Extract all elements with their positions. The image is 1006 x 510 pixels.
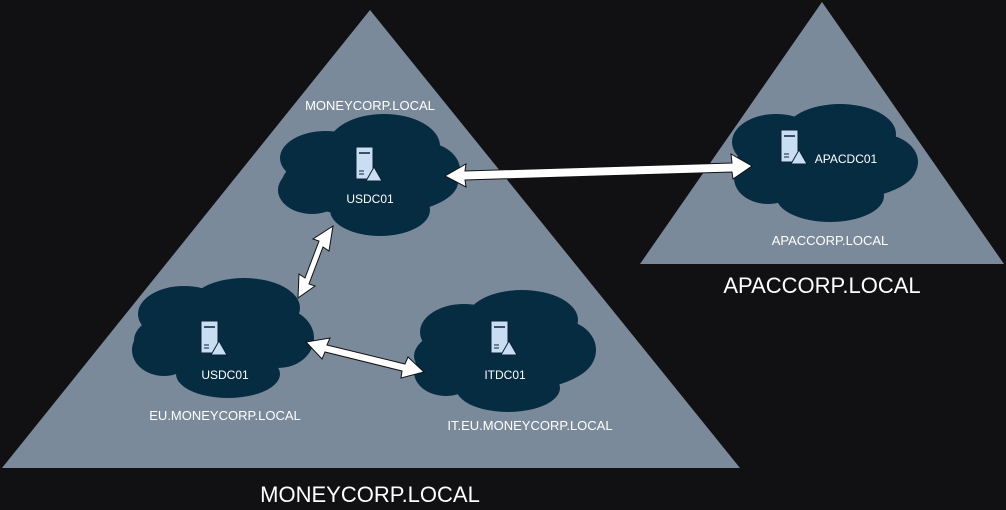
cloud-itdc01 — [414, 290, 596, 412]
node-label-usdc01-root: USDC01 — [346, 192, 394, 206]
trust-arrow-eu-it — [304, 337, 426, 379]
cloud-usdc01-eu — [132, 278, 314, 398]
node-label-apacdc01: APACDC01 — [815, 152, 878, 166]
moneycorp-forest-title: MONEYCORP.LOCAL — [260, 482, 480, 507]
trust-arrow-root-eu — [297, 224, 334, 299]
node-label-usdc01-eu: USDC01 — [201, 368, 249, 382]
eu-domain-label: EU.MONEYCORP.LOCAL — [149, 408, 300, 423]
root-domain-label: MONEYCORP.LOCAL — [305, 98, 435, 113]
trust-arrow-root-apac — [443, 153, 753, 188]
apac-domain-label: APACCORP.LOCAL — [772, 233, 889, 248]
cloud-apacdc01 — [732, 104, 918, 222]
it-domain-label: IT.EU.MONEYCORP.LOCAL — [447, 418, 612, 433]
node-label-itdc01: ITDC01 — [484, 368, 526, 382]
apac-forest-title: APACCORP.LOCAL — [723, 273, 920, 298]
moneycorp-forest-triangle — [2, 10, 740, 468]
